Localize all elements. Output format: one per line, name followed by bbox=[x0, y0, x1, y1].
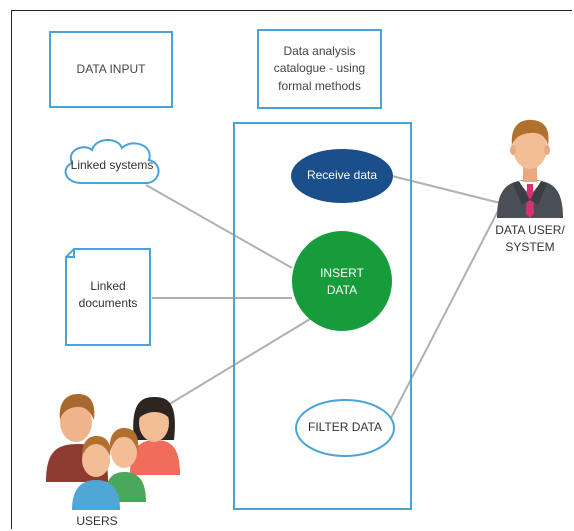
data-input-label: DATA INPUT bbox=[76, 61, 146, 76]
connector-linked-systems-insert bbox=[145, 184, 293, 269]
catalogue-line-1: Data analysis bbox=[283, 43, 356, 58]
data-user-label: DATA USER/ SYSTEM bbox=[487, 222, 573, 256]
connector-filter-actor bbox=[390, 206, 501, 419]
linked-documents-line-1: Linked bbox=[90, 279, 126, 293]
filter-data-label: FILTER DATA bbox=[307, 420, 382, 434]
insert-data-line-1: INSERT bbox=[320, 266, 364, 280]
catalogue-line-3: formal methods bbox=[278, 78, 361, 93]
data-input-box: DATA INPUT bbox=[49, 31, 173, 108]
catalogue-box: Data analysis catalogue - using formal m… bbox=[257, 29, 382, 109]
linked-systems-label: Linked systems bbox=[70, 158, 154, 172]
receive-data-label: Receive data bbox=[306, 168, 378, 182]
users-label: USERS bbox=[76, 514, 118, 528]
system-boundary bbox=[233, 122, 412, 510]
catalogue-line-2: catalogue - using bbox=[273, 61, 366, 76]
diagram-frame bbox=[11, 10, 572, 529]
linked-documents-label: Linked documents bbox=[68, 278, 148, 312]
linked-documents-line-2: documents bbox=[78, 295, 138, 310]
data-user-line-1: DATA USER/ bbox=[495, 223, 565, 237]
connector-users-insert bbox=[167, 315, 316, 406]
data-user-line-2: SYSTEM bbox=[505, 239, 555, 254]
insert-data-line-2: DATA bbox=[326, 283, 358, 298]
insert-data-label: INSERT DATA bbox=[292, 265, 392, 300]
